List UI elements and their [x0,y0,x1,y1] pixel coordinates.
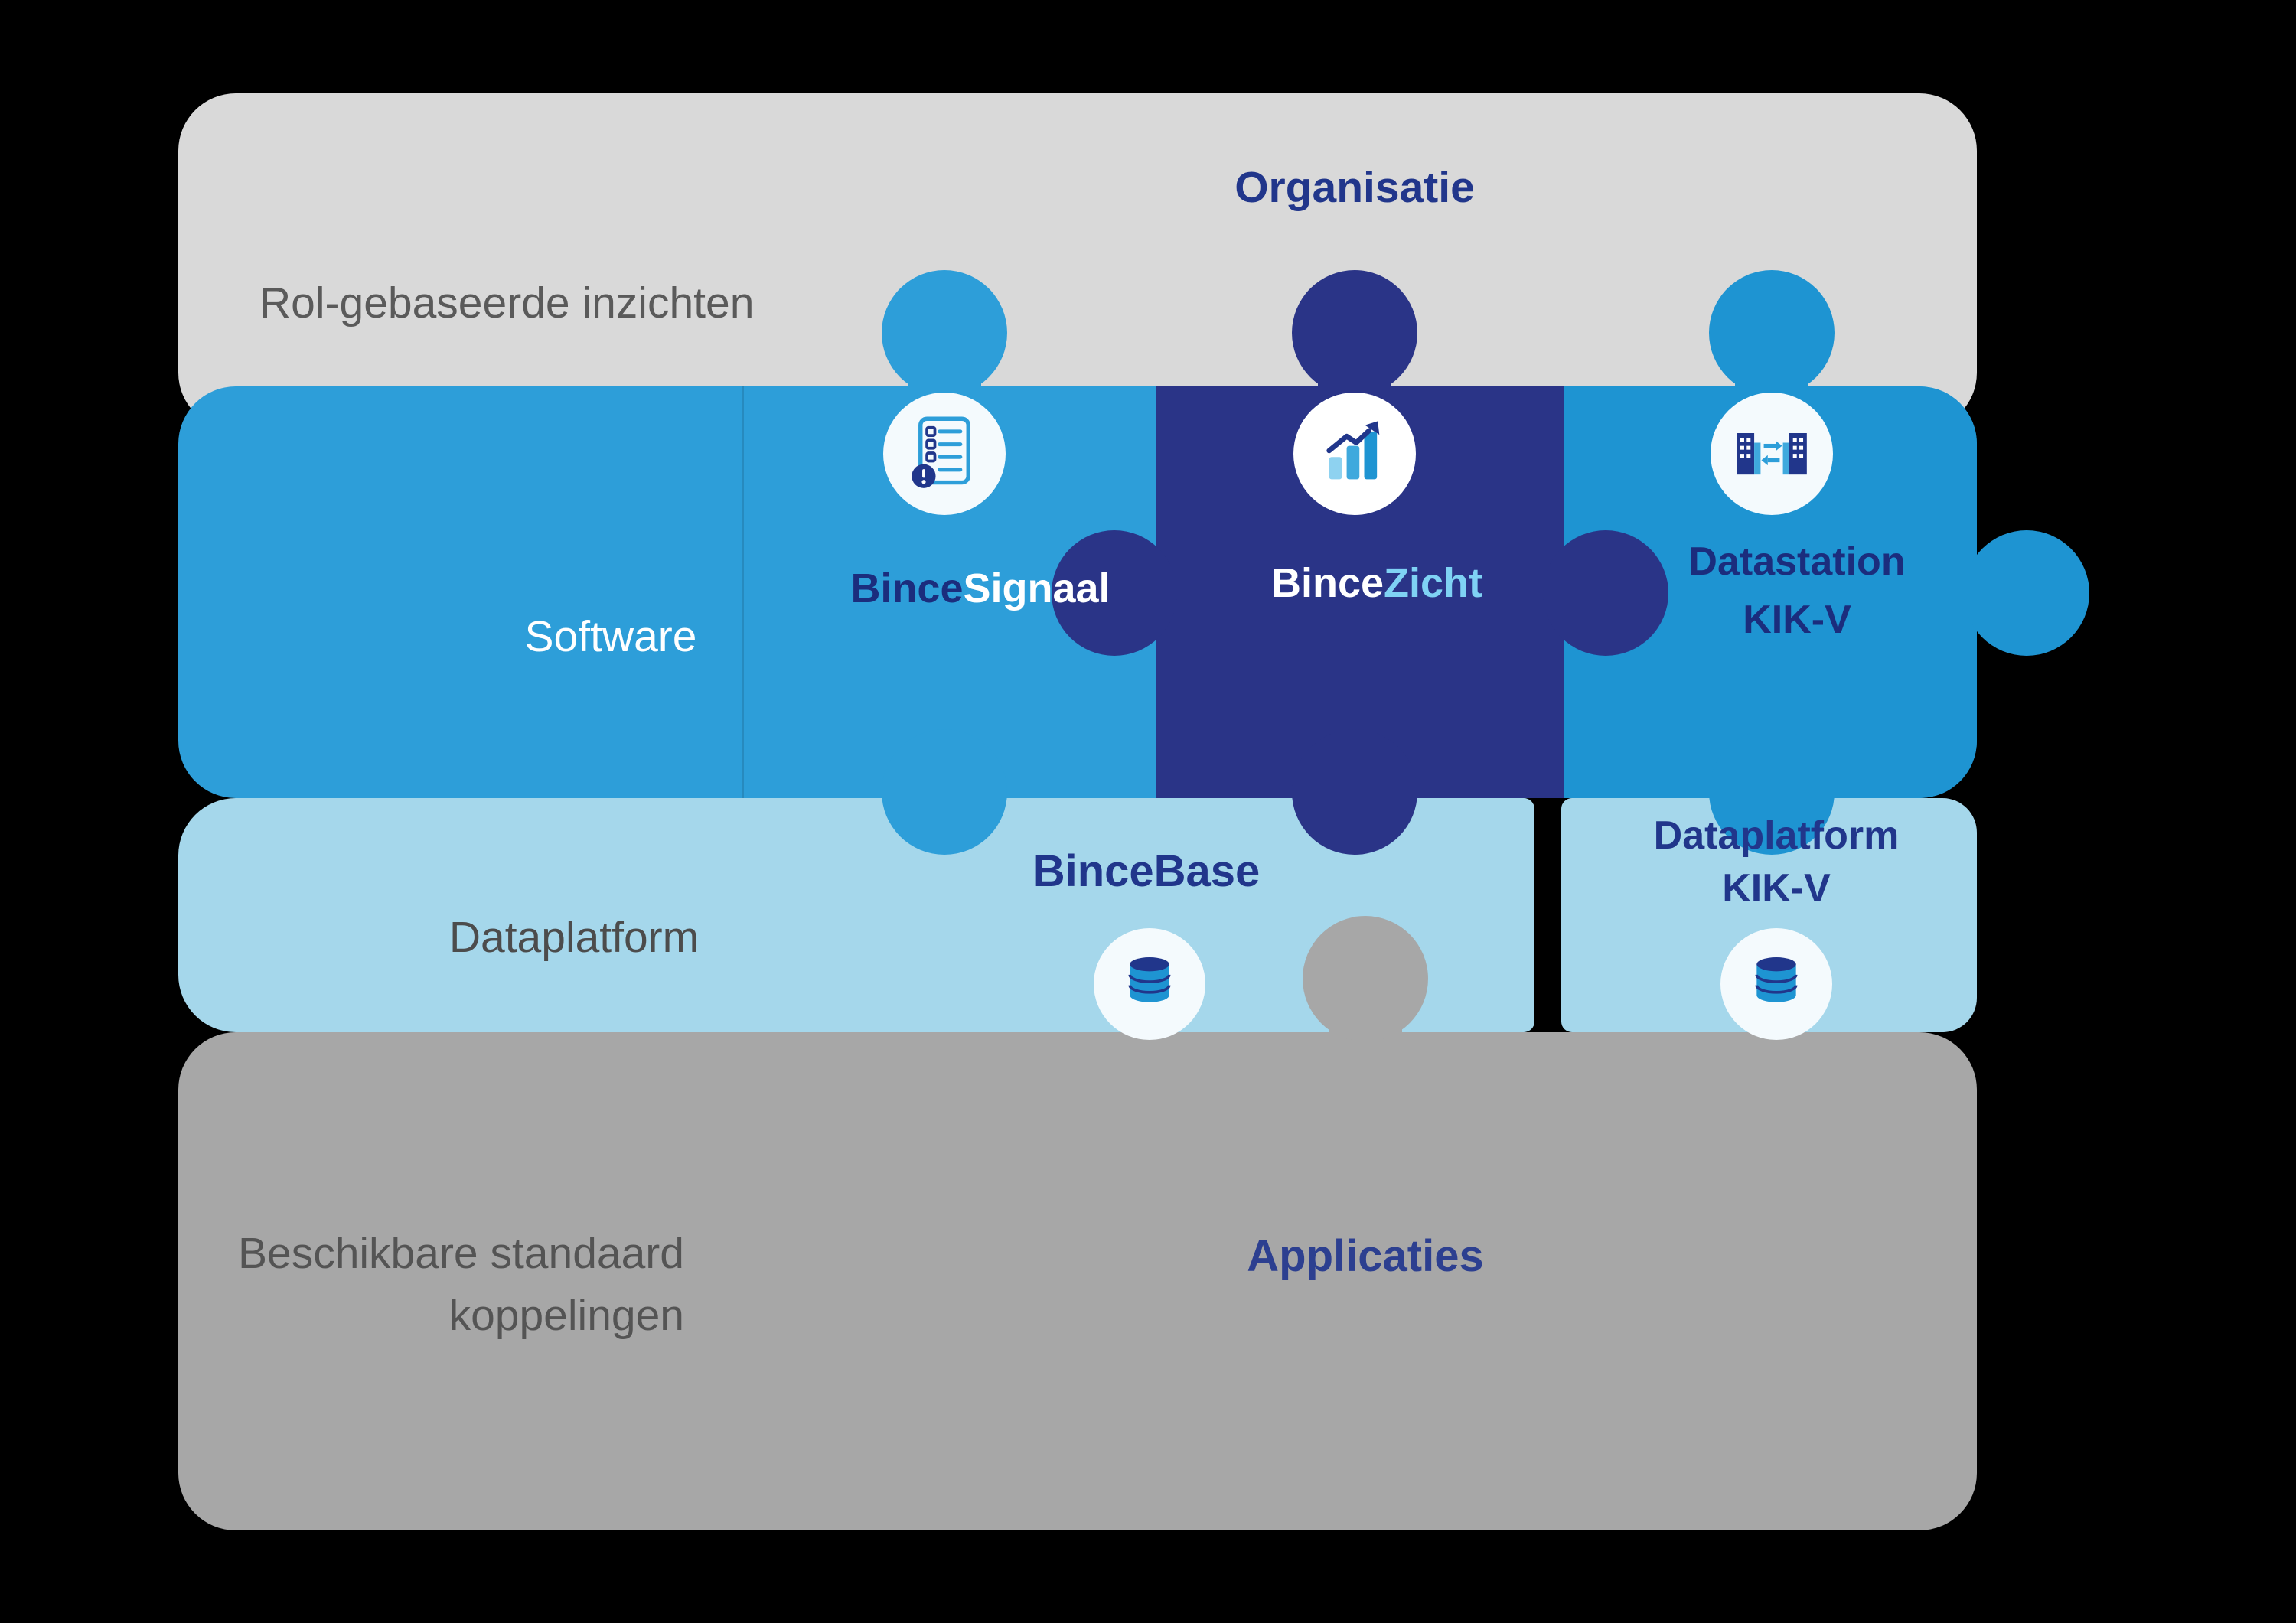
bincesignaal-product: Signaal [963,565,1110,611]
bar-chart-icon [1316,414,1393,494]
rol-gebaseerde-inzichten-label: Rol-gebaseerde inzichten [259,279,755,328]
bincebase-database-circle [1094,928,1205,1040]
buildings-exchange-icon [1733,414,1810,494]
applicaties-title: Applicaties [1247,1231,1484,1281]
bincezicht-top-tab-neck [1318,348,1391,396]
dataplatform-kikv-label-line2: KIK-V [1722,866,1831,911]
datastation-right-tab [1964,530,2089,656]
bincesignaal-label: BinceSignaal [789,565,1172,612]
beschikbare-label-line1: Beschikbare standaard [237,1229,684,1278]
dataplatform-kikv-label: Dataplatform KIK-V [1585,810,1968,915]
datastation-label-line2: KIK-V [1743,598,1851,642]
bincezicht-right-tab [1543,530,1668,656]
bincebase-label: BinceBase [1032,846,1261,896]
beschikbare-label-line2: koppelingen [448,1291,684,1340]
organisatie-title: Organisatie [1234,163,1475,212]
datastation-label-line1: Datastation [1688,539,1906,584]
bincezicht-brand: Bince [1270,560,1384,606]
datastation-icon-circle [1711,393,1833,515]
checklist-icon [906,414,983,494]
database-icon [1116,949,1183,1020]
bincezicht-icon-circle [1293,393,1416,515]
datastation-top-tab-neck [1735,348,1808,396]
datastation-bottom-tab [1709,729,1835,855]
bincezicht-product: Zicht [1384,560,1483,606]
bincesignaal-brand: Bince [850,565,964,611]
dataplatform-kikv-label-line1: Dataplatform [1653,813,1900,858]
bincesignaal-icon-circle [883,393,1006,515]
bincesignaal-top-tab-neck [908,348,981,396]
bincesignaal-bottom-tab [882,729,1007,855]
piece-seam [742,386,744,798]
bincezicht-left-tab [1052,530,1177,656]
dataplatform-band-label: Dataplatform [448,913,700,962]
organisatie-panel [178,93,1977,430]
datastation-label: Datastation KIK-V [1606,533,1988,649]
software-band-label: Software [524,612,697,661]
kikv-database-circle [1720,928,1832,1040]
bincezicht-label: BinceZicht [1186,559,1568,607]
applicaties-panel [178,1032,1977,1530]
database-icon [1743,949,1810,1020]
bincezicht-bottom-tab [1292,729,1417,855]
applicaties-puzzle-tab-neck [1329,1010,1402,1038]
beschikbare-koppelingen-label: Beschikbare standaard koppelingen [225,1223,684,1347]
